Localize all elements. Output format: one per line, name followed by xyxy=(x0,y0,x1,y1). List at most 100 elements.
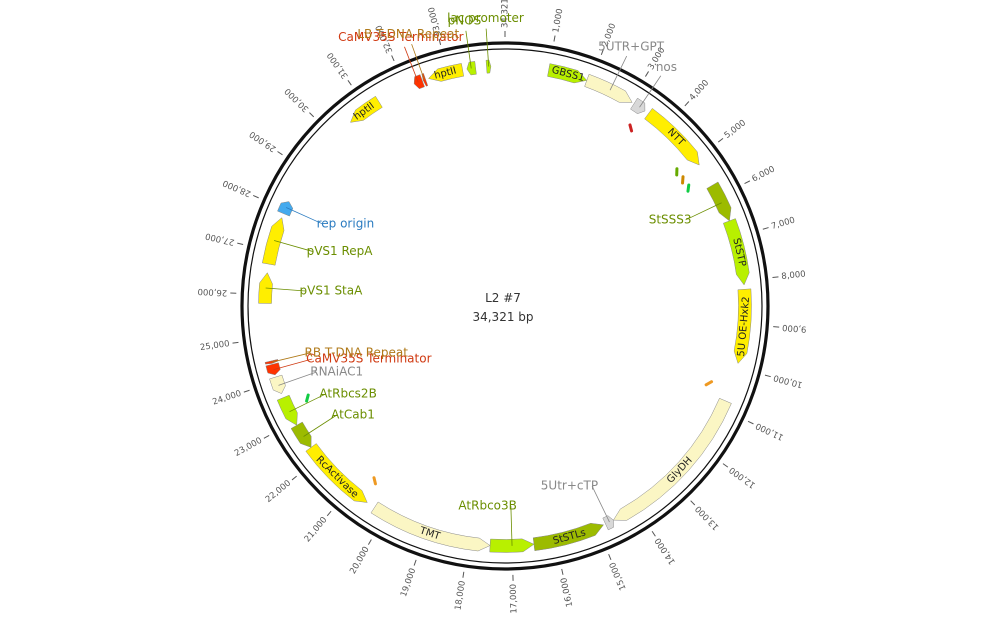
callout-label: AtRbco3B xyxy=(458,498,516,512)
feature-shape[interactable] xyxy=(733,288,752,364)
callout-line xyxy=(639,75,662,108)
feature-shape[interactable] xyxy=(612,397,732,521)
feature-mark xyxy=(704,380,714,387)
feature-shape[interactable] xyxy=(370,501,491,552)
tick-line xyxy=(347,79,352,86)
feature-shape[interactable] xyxy=(630,97,646,114)
feature-shape[interactable] xyxy=(265,362,281,376)
tick-label: 31,000 xyxy=(326,50,351,80)
feature-rep-origin[interactable] xyxy=(277,201,294,217)
callout-line xyxy=(265,287,306,292)
tick-line xyxy=(553,35,556,42)
callout-label: LB T-DNA Repeat xyxy=(357,27,459,41)
feature-shape[interactable] xyxy=(466,61,477,76)
feature-pvs1-repa[interactable] xyxy=(262,217,285,266)
tick-label: 15,000 xyxy=(608,560,629,591)
feature-pvs1-staa[interactable] xyxy=(258,272,273,304)
feature-rnaiac1[interactable] xyxy=(269,374,286,394)
feature-shape[interactable] xyxy=(723,218,750,286)
tick-line xyxy=(764,374,771,378)
feature-hptii[interactable]: hptII xyxy=(350,95,383,123)
feature-rcactivase[interactable]: RcActivase xyxy=(305,443,368,503)
callout-line xyxy=(510,505,513,546)
tick-label: 1,000 xyxy=(551,8,565,34)
feature-camv35s-terminator[interactable] xyxy=(265,362,281,376)
tick-line xyxy=(309,112,315,118)
tick-line xyxy=(413,559,417,566)
callout-label: RB T-DNA Repeat xyxy=(305,345,409,359)
feature-shape[interactable] xyxy=(485,59,492,74)
tick-label: 27,000 xyxy=(204,230,235,247)
feature-5u-oe-hxk2[interactable]: 5U OE-Hxk2 xyxy=(733,288,752,364)
feature-stsss3[interactable] xyxy=(706,181,732,222)
tick-label: 29,000 xyxy=(248,129,278,154)
feature-shape[interactable] xyxy=(350,95,383,123)
feature-shape[interactable] xyxy=(277,201,294,217)
feature-shape[interactable] xyxy=(602,515,614,531)
feature-shape[interactable] xyxy=(276,394,298,426)
plasmid-length: 34,321 bp xyxy=(472,310,533,324)
callout-label: RNAiAC1 xyxy=(310,365,363,379)
feature-label: hptII xyxy=(433,65,458,81)
feature-shape[interactable] xyxy=(428,63,465,82)
callout-line xyxy=(485,28,490,67)
feature-shape[interactable] xyxy=(258,272,273,304)
feature-shape[interactable] xyxy=(290,421,312,448)
feature-tmt[interactable]: TMT xyxy=(370,501,491,552)
feature-shape[interactable] xyxy=(644,108,700,166)
feature-label: 5U OE-Hxk2 xyxy=(736,296,752,357)
feature-lac-promoter[interactable] xyxy=(485,59,492,74)
tick-label: 13,000 xyxy=(694,503,722,531)
feature-hptii[interactable]: hptII xyxy=(428,63,465,82)
callout-line xyxy=(609,55,628,91)
feature-mark xyxy=(686,183,691,193)
feature-ststp[interactable]: StSTP xyxy=(723,218,750,286)
callout-line xyxy=(285,207,323,225)
feature-5utr-gpt[interactable] xyxy=(584,73,633,103)
callout-label: pNOS xyxy=(448,13,482,27)
tick-label: 7,000 xyxy=(770,215,796,232)
backbone-outer-ring xyxy=(240,41,770,571)
tick-line xyxy=(644,71,649,77)
tick-label: 22,000 xyxy=(264,478,293,505)
feature-gbss1[interactable]: GBSS1 xyxy=(547,63,588,84)
feature-shape[interactable] xyxy=(706,181,732,222)
tick-label: 12,000 xyxy=(728,464,758,490)
feature-ntt[interactable]: NTT xyxy=(644,108,700,166)
tick-line xyxy=(462,571,465,578)
feature-shape[interactable] xyxy=(547,63,588,84)
feature-atcab1[interactable] xyxy=(290,421,312,448)
tick-label: 8,000 xyxy=(781,269,806,282)
callout-label: 5UTR+GPT xyxy=(598,40,665,54)
feature-nos[interactable] xyxy=(630,97,646,114)
feature-shape[interactable] xyxy=(269,374,286,394)
callout-line xyxy=(685,202,722,221)
feature-atrbcs2b[interactable] xyxy=(276,394,298,426)
tick-label: 25,000 xyxy=(199,339,230,353)
feature-shape[interactable] xyxy=(262,217,285,266)
feature-glydh[interactable]: GlyDH xyxy=(612,397,732,521)
feature-5utr-ctp[interactable] xyxy=(602,515,614,531)
tick-label: 20,000 xyxy=(348,545,371,576)
feature-shape[interactable] xyxy=(584,73,633,103)
tick-label: 24,000 xyxy=(211,389,242,408)
feature-mark xyxy=(305,393,310,403)
tick-label: 9,000 xyxy=(782,322,807,334)
callout-label: CaMV35S Terminator xyxy=(338,30,463,44)
tick-line xyxy=(263,434,270,439)
tick-label: 17,000 xyxy=(509,584,520,614)
small-marks xyxy=(305,123,714,486)
feature-ststls[interactable]: StSTLs xyxy=(532,522,604,551)
feature-pnos[interactable] xyxy=(466,61,477,76)
tick-line xyxy=(243,389,250,393)
tick-line xyxy=(291,475,297,481)
callout-label: StSSS3 xyxy=(649,212,692,226)
callout-label: CaMV35S Terminator xyxy=(306,352,431,366)
callout-line xyxy=(278,371,317,386)
callout-label: lac promoter xyxy=(447,11,524,25)
tick-line xyxy=(690,500,696,506)
tick-line xyxy=(326,510,332,517)
feature-mark xyxy=(628,123,634,133)
tick-label: 5,000 xyxy=(723,118,748,141)
